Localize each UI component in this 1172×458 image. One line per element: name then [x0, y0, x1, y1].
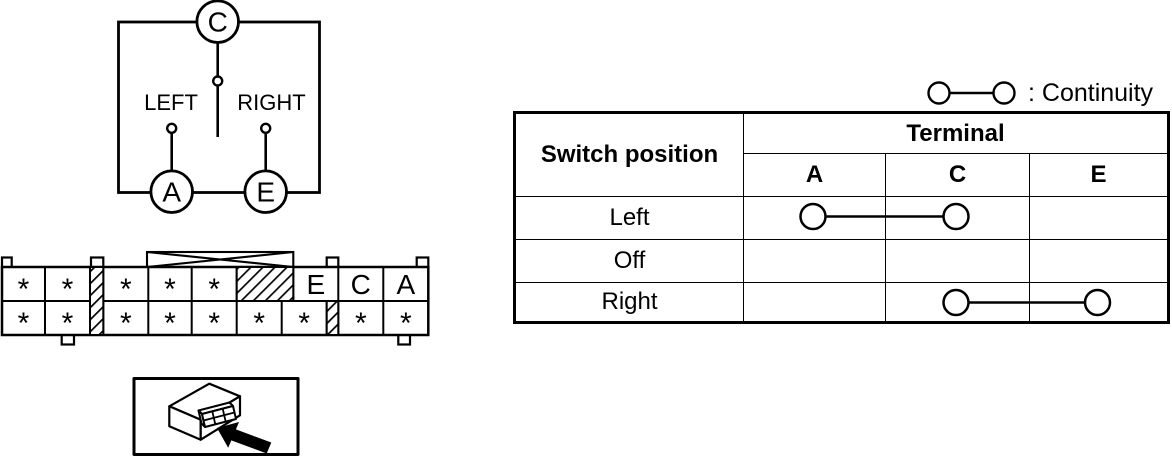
pin-asterisk: *	[208, 307, 220, 340]
pin-asterisk: *	[355, 307, 367, 340]
switch-position-cell: Off	[514, 239, 744, 283]
relay-socket-grid	[203, 408, 235, 425]
pin-asterisk: *	[208, 273, 220, 306]
terminal-cell	[743, 196, 886, 240]
relay-location-icon	[132, 377, 300, 456]
pin-asterisk: *	[164, 307, 176, 340]
terminal-col-header-a: A	[743, 153, 886, 197]
pin-asterisk: *	[62, 307, 74, 340]
terminal-c-label: C	[208, 7, 228, 38]
pin-asterisk: *	[253, 307, 265, 340]
pointer-arrow	[217, 422, 272, 454]
terminal-cell	[885, 196, 1030, 240]
blocked-cell	[325, 300, 340, 336]
switch-circuit-diagram: C LEFT RIGHT A E	[117, 0, 321, 214]
pin-asterisk: *	[120, 273, 132, 306]
terminal-cell	[1028, 196, 1170, 240]
terminal-a-circle	[149, 169, 194, 214]
terminal-a-label: A	[162, 177, 181, 208]
terminal-c-circle	[195, 0, 240, 44]
terminal-e-label: E	[256, 177, 275, 208]
terminal-cell	[743, 282, 886, 323]
terminal-cell	[885, 282, 1030, 323]
pin-letter-a: A	[396, 269, 415, 300]
connector-pinout: * * * * * * * * * * * * * * E C A	[0, 250, 430, 346]
connector-pin-asterisks: * * * * * * * * * * * * * *	[18, 273, 412, 340]
switch-position-header: Switch position	[514, 112, 744, 197]
continuity-table: Switch position Terminal A C E Left Off	[513, 111, 1171, 324]
continuity-symbol-icon	[927, 81, 1016, 105]
left-position-label: LEFT	[144, 90, 198, 115]
table-row: Left	[514, 196, 1170, 240]
connector-keyway-box	[145, 250, 295, 269]
blocked-cell	[89, 266, 105, 336]
pin-asterisk: *	[164, 273, 176, 306]
right-contact-circle	[260, 122, 272, 135]
terminal-col-header-e: E	[1028, 153, 1170, 197]
terminal-cell	[1028, 282, 1170, 323]
switch-pivot-circle	[211, 75, 224, 87]
terminal-cell	[743, 239, 886, 283]
terminal-e-circle	[243, 169, 288, 214]
pin-asterisk: *	[18, 307, 30, 340]
terminal-group-header: Terminal	[742, 112, 1170, 154]
pin-asterisk: *	[120, 307, 132, 340]
pin-letter-c: C	[351, 269, 371, 300]
left-contact-circle	[165, 122, 178, 135]
left-diagrams: C LEFT RIGHT A E	[0, 0, 430, 456]
switch-position-cell: Right	[514, 282, 744, 323]
blocked-cell	[235, 266, 295, 302]
keyway-cross-line	[146, 250, 294, 269]
continuity-label: : Continuity	[1028, 79, 1154, 107]
table-row: Right	[514, 282, 1170, 323]
terminal-cell	[885, 239, 1030, 283]
continuity-legend: : Continuity	[927, 80, 1153, 106]
pin-asterisk: *	[298, 307, 310, 340]
pin-letter-e: E	[306, 269, 325, 300]
terminal-cell	[1028, 239, 1170, 283]
right-position-label: RIGHT	[237, 90, 305, 115]
pin-asterisk: *	[62, 273, 74, 306]
connector-blocked-cells	[89, 266, 340, 336]
switch-position-cell: Left	[514, 196, 744, 240]
terminal-col-header-c: C	[885, 153, 1030, 197]
pin-asterisk: *	[400, 307, 412, 340]
table-row: Off	[514, 239, 1170, 283]
connector-pin-letters: E C A	[306, 269, 415, 300]
pin-asterisk: *	[18, 273, 30, 306]
